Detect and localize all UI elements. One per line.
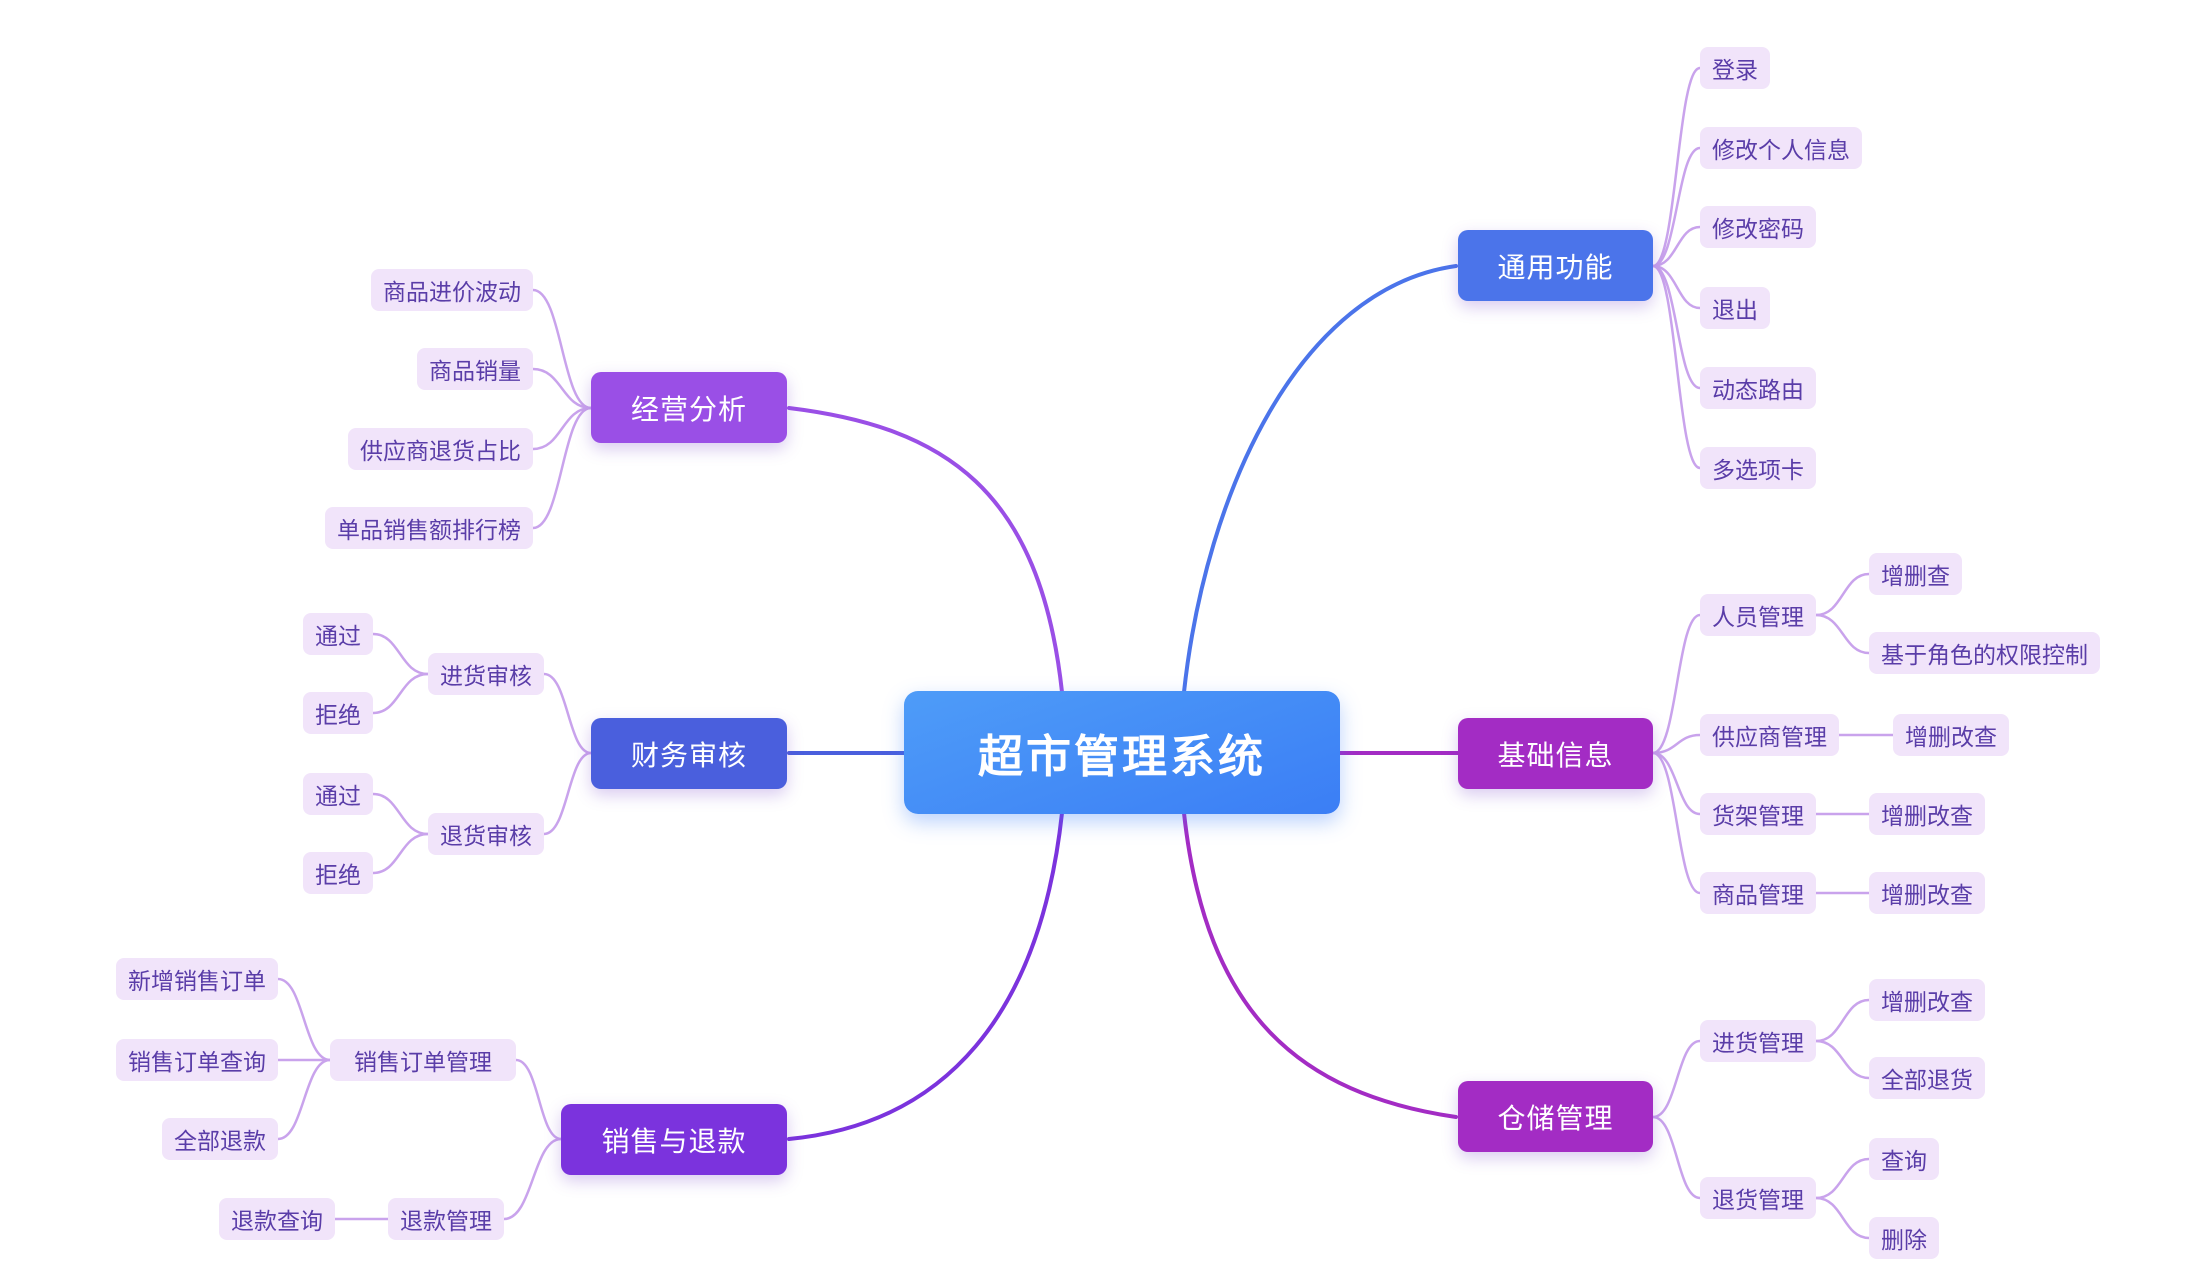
branch-finance[interactable]: 财务审核 xyxy=(591,718,787,789)
link-finance-return-audit xyxy=(542,751,593,836)
link-analysis-supplier-return-ratio xyxy=(531,406,593,451)
node-supplier-crud[interactable]: 增删改查 xyxy=(1893,714,2009,756)
link-order-mgmt-new-order xyxy=(276,977,332,1062)
node-sales-order-query[interactable]: 销售订单查询 xyxy=(116,1039,278,1081)
link-warehouse-returns xyxy=(1651,1115,1702,1200)
node-supplier-mgmt[interactable]: 供应商管理 xyxy=(1700,714,1839,756)
node-returns-mgmt[interactable]: 退货管理 xyxy=(1700,1177,1816,1219)
node-multi-tabs[interactable]: 多选项卡 xyxy=(1700,447,1816,489)
link-return-audit-reject xyxy=(371,832,430,875)
node-refund-mgmt[interactable]: 退款管理 xyxy=(388,1198,504,1240)
link-purchase-audit-reject xyxy=(371,672,430,715)
branch-analysis[interactable]: 经营分析 xyxy=(591,372,787,443)
branch-warehouse[interactable]: 仓储管理 xyxy=(1458,1081,1653,1152)
link-analysis-item-sales-ranking xyxy=(531,406,593,530)
node-return-audit-reject[interactable]: 拒绝 xyxy=(303,852,373,894)
link-returns-query xyxy=(1814,1157,1871,1200)
node-returns-query[interactable]: 查询 xyxy=(1869,1138,1939,1180)
link-general-logout xyxy=(1651,264,1702,310)
link-finance-purchase-audit xyxy=(542,672,593,755)
link-center-sales xyxy=(787,811,1064,1141)
link-sales-order-mgmt xyxy=(514,1058,563,1141)
node-product-mgmt[interactable]: 商品管理 xyxy=(1700,872,1816,914)
node-personnel-mgmt[interactable]: 人员管理 xyxy=(1700,594,1816,636)
node-item-sales-ranking[interactable]: 单品销售额排行榜 xyxy=(325,507,533,549)
node-login[interactable]: 登录 xyxy=(1700,47,1770,89)
node-purchase-audit[interactable]: 进货审核 xyxy=(428,653,544,695)
link-center-warehouse xyxy=(1182,811,1458,1119)
link-purchase-crud xyxy=(1814,998,1871,1043)
node-sales-order-mgmt[interactable]: 销售订单管理 xyxy=(330,1039,516,1081)
link-center-analysis xyxy=(787,406,1064,694)
node-purchase-crud[interactable]: 增删改查 xyxy=(1869,979,1985,1021)
node-purchase-audit-reject[interactable]: 拒绝 xyxy=(303,692,373,734)
node-personnel-rbac[interactable]: 基于角色的权限控制 xyxy=(1869,632,2100,674)
node-sales-volume[interactable]: 商品销量 xyxy=(417,348,533,390)
node-shelf-crud[interactable]: 增删改查 xyxy=(1869,793,1985,835)
node-shelf-mgmt[interactable]: 货架管理 xyxy=(1700,793,1816,835)
link-basic-shelf xyxy=(1651,751,1702,816)
node-price-trend[interactable]: 商品进价波动 xyxy=(371,269,533,311)
link-basic-personnel xyxy=(1651,613,1702,755)
branch-general[interactable]: 通用功能 xyxy=(1458,230,1653,301)
link-order-mgmt-refund-all xyxy=(276,1058,332,1141)
node-product-crud[interactable]: 增删改查 xyxy=(1869,872,1985,914)
link-sales-refund-mgmt xyxy=(502,1137,563,1221)
link-center-general xyxy=(1182,264,1458,694)
node-refund-all[interactable]: 全部退款 xyxy=(162,1118,278,1160)
node-personnel-crud[interactable]: 增删查 xyxy=(1869,553,1962,595)
node-purchase-return-all[interactable]: 全部退货 xyxy=(1869,1057,1985,1099)
node-dynamic-routes[interactable]: 动态路由 xyxy=(1700,367,1816,409)
link-personnel-crud xyxy=(1814,572,1871,617)
link-returns-delete xyxy=(1814,1196,1871,1240)
branch-sales[interactable]: 销售与退款 xyxy=(561,1104,787,1175)
node-return-audit-pass[interactable]: 通过 xyxy=(303,773,373,815)
node-returns-delete[interactable]: 删除 xyxy=(1869,1217,1939,1259)
link-basic-product xyxy=(1651,751,1702,895)
link-general-multi-tabs xyxy=(1651,264,1702,470)
link-warehouse-purchase xyxy=(1651,1039,1702,1119)
node-return-audit[interactable]: 退货审核 xyxy=(428,813,544,855)
node-purchase-audit-pass[interactable]: 通过 xyxy=(303,613,373,655)
branch-basic-info[interactable]: 基础信息 xyxy=(1458,718,1653,789)
central-node[interactable]: 超市管理系统 xyxy=(904,691,1340,814)
link-general-edit-profile xyxy=(1651,146,1702,268)
link-purchase-return-all xyxy=(1814,1039,1871,1080)
link-general-change-password xyxy=(1651,225,1702,268)
link-analysis-sales-volume xyxy=(531,367,593,410)
link-general-login xyxy=(1651,66,1702,268)
node-change-password[interactable]: 修改密码 xyxy=(1700,206,1816,248)
link-purchase-audit-pass xyxy=(371,632,430,676)
node-purchase-mgmt[interactable]: 进货管理 xyxy=(1700,1020,1816,1062)
node-logout[interactable]: 退出 xyxy=(1700,287,1770,329)
link-analysis-price-trend xyxy=(531,288,593,410)
node-refund-query[interactable]: 退款查询 xyxy=(219,1198,335,1240)
node-new-sales-order[interactable]: 新增销售订单 xyxy=(116,958,278,1000)
link-return-audit-pass xyxy=(371,792,430,836)
link-basic-supplier xyxy=(1651,733,1702,755)
sub-links xyxy=(276,66,1895,1240)
link-personnel-rbac xyxy=(1814,613,1871,655)
node-edit-profile[interactable]: 修改个人信息 xyxy=(1700,127,1862,169)
node-supplier-return-ratio[interactable]: 供应商退货占比 xyxy=(348,428,533,470)
